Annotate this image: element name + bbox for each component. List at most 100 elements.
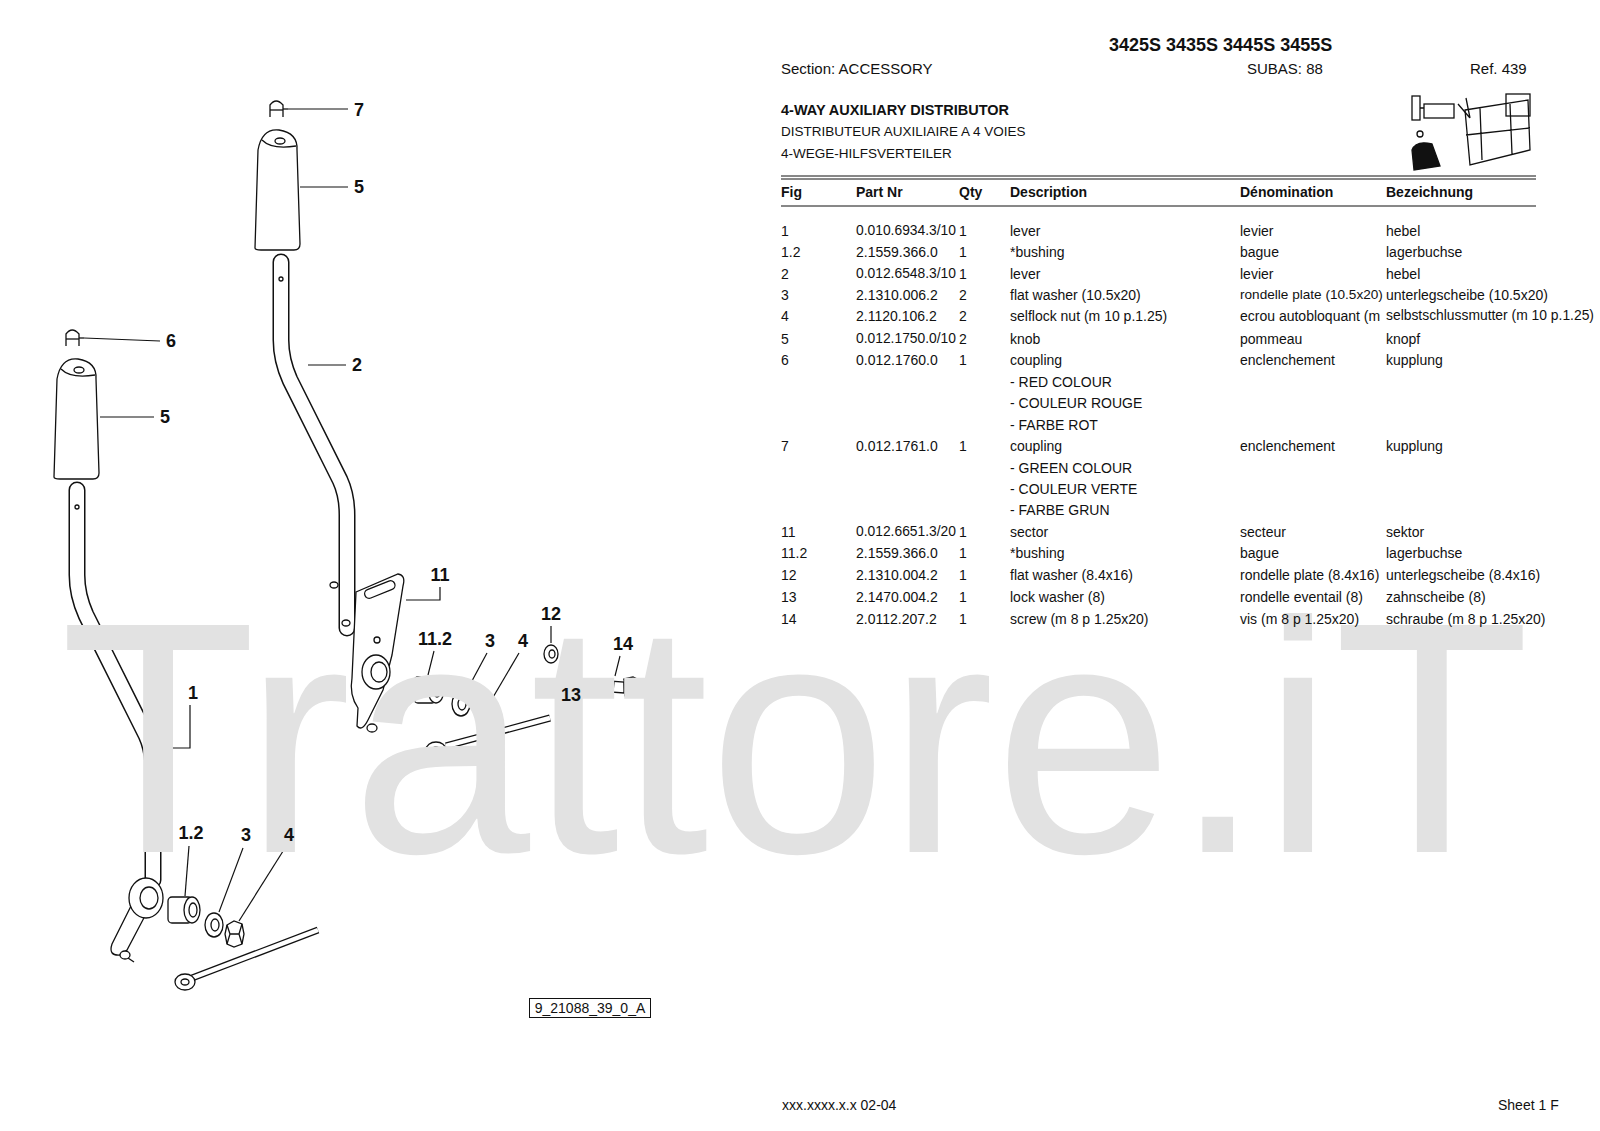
ref-number: Ref. 439 (1470, 60, 1527, 77)
table-header: Qty (959, 184, 982, 200)
table-cell: bague (1240, 244, 1279, 260)
table-rules (781, 176, 1536, 206)
table-cell: flat washer (8.4x16) (1010, 567, 1133, 583)
table-cell: lagerbuchse (1386, 545, 1462, 561)
table-cell: levier (1240, 223, 1273, 239)
callout-number: 3 (241, 825, 251, 846)
table-cell: zahnscheibe (8) (1386, 589, 1486, 605)
callout-number: 11 (430, 565, 449, 586)
table-cell: 0.010.6934.3/10 (856, 223, 956, 239)
table-cell: 11 (781, 524, 796, 540)
table-cell: 2.0112.207.2 (856, 611, 937, 627)
table-cell: 7 (781, 438, 789, 454)
table-cell: lock washer (8) (1010, 589, 1105, 605)
table-cell: 2 (959, 287, 967, 303)
table-cell: 1 (959, 223, 967, 239)
table-cell: knopf (1386, 331, 1420, 347)
table-cell: - RED COLOUR (1010, 374, 1112, 390)
table-cell: *bushing (1010, 545, 1065, 561)
table-header: Bezeichnung (1386, 184, 1473, 200)
table-cell: 1 (959, 589, 967, 605)
table-cell: 1 (959, 545, 967, 561)
subtitle: 4-WEGE-HILFSVERTEILER (781, 146, 952, 162)
section-name: Section: ACCESSORY (781, 60, 932, 77)
callout-number: 5 (354, 177, 364, 198)
table-cell: selbstschlussmutter (m 10 p.1.25) (1386, 308, 1594, 324)
callout-number: 1 (188, 683, 198, 704)
drawing-code-box: 9_21088_39_0_A (529, 998, 652, 1019)
table-cell: 2.1310.006.2 (856, 287, 938, 303)
table-cell: vis (m 8 p 1.25x20) (1240, 611, 1359, 627)
table-cell: 2 (959, 331, 967, 347)
callout-number: 13 (561, 685, 581, 706)
table-cell: unterlegscheibe (10.5x20) (1386, 287, 1548, 303)
table-cell: rondelle plate (8.4x16) (1240, 567, 1379, 583)
table-cell: kupplung (1386, 438, 1443, 454)
callout-number: 4 (518, 631, 528, 652)
table-cell: 1 (959, 438, 967, 454)
table-cell: coupling (1010, 438, 1062, 454)
table-cell: pommeau (1240, 331, 1302, 347)
table-cell: levier (1240, 266, 1273, 282)
table-cell: 2.1559.366.0 (856, 545, 938, 561)
table-cell: unterlegscheibe (8.4x16) (1386, 567, 1540, 583)
callout-number: 7 (354, 100, 364, 121)
table-cell: schraube (m 8 p 1.25x20) (1386, 611, 1546, 627)
table-cell: 1 (959, 266, 967, 282)
table-cell: hebel (1386, 266, 1420, 282)
table-cell: lagerbuchse (1386, 244, 1462, 260)
table-cell: lever (1010, 223, 1040, 239)
right-icon (1412, 94, 1530, 170)
table-cell: 0.012.1750.0/10 (856, 331, 956, 347)
table-cell: selflock nut (m 10 p.1.25) (1010, 308, 1167, 324)
table-cell: 0.012.1761.0 (856, 438, 938, 454)
table-cell: - FARBE ROT (1010, 417, 1098, 433)
callout-number: 6 (166, 331, 176, 352)
table-cell: 11.2 (781, 545, 807, 561)
footer-code: xxx.xxxx.x.x 02-04 (782, 1097, 896, 1113)
callout-number: 3 (485, 631, 495, 652)
table-cell: 2 (959, 308, 967, 324)
table-header: Fig (781, 184, 802, 200)
lower-hardware (168, 897, 318, 990)
table-cell: ecrou autobloquant (m (1240, 308, 1380, 324)
table-cell: 1 (959, 611, 967, 627)
table-cell: kupplung (1386, 352, 1443, 368)
callout-number: 5 (160, 407, 170, 428)
section-title: 4-WAY AUXILIARY DISTRIBUTOR (781, 102, 1009, 119)
table-cell: screw (m 8 p 1.25x20) (1010, 611, 1149, 627)
table-cell: sector (1010, 524, 1048, 540)
table-cell: - COULEUR VERTE (1010, 481, 1137, 497)
table-cell: rondelle plate (10.5x20) (1240, 287, 1383, 303)
table-cell: 6 (781, 352, 789, 368)
table-cell: 0.012.6651.3/20 (856, 524, 956, 540)
table-cell: bague (1240, 545, 1279, 561)
table-cell: 2.1559.366.0 (856, 244, 938, 260)
callout-number: 14 (613, 634, 633, 655)
table-header: Part Nr (856, 184, 903, 200)
callout-number: 1.2 (178, 823, 203, 844)
model-list: 3425S 3435S 3445S 3455S (1109, 35, 1332, 56)
callout-number: 4 (284, 825, 294, 846)
table-cell: 5 (781, 331, 789, 347)
table-cell: 1 (959, 567, 967, 583)
table-cell: lever (1010, 266, 1040, 282)
table-cell: coupling (1010, 352, 1062, 368)
table-cell: secteur (1240, 524, 1286, 540)
table-cell: rondelle eventail (8) (1240, 589, 1363, 605)
table-cell: - COULEUR ROUGE (1010, 395, 1142, 411)
subtitle: DISTRIBUTEUR AUXILIAIRE A 4 VOIES (781, 124, 1026, 140)
table-cell: 3 (781, 287, 789, 303)
table-cell: 1 (781, 223, 789, 239)
table-cell: 13 (781, 589, 797, 605)
table-cell: 2.1120.106.2 (856, 308, 937, 324)
table-cell: 12 (781, 567, 797, 583)
table-cell: 0.012.1760.0 (856, 352, 938, 368)
sheet-number: Sheet 1 F (1498, 1097, 1559, 1113)
table-cell: - FARBE GRUN (1010, 502, 1110, 518)
table-cell: 14 (781, 611, 797, 627)
table-cell: 1 (959, 524, 967, 540)
table-cell: enclenchement (1240, 352, 1335, 368)
